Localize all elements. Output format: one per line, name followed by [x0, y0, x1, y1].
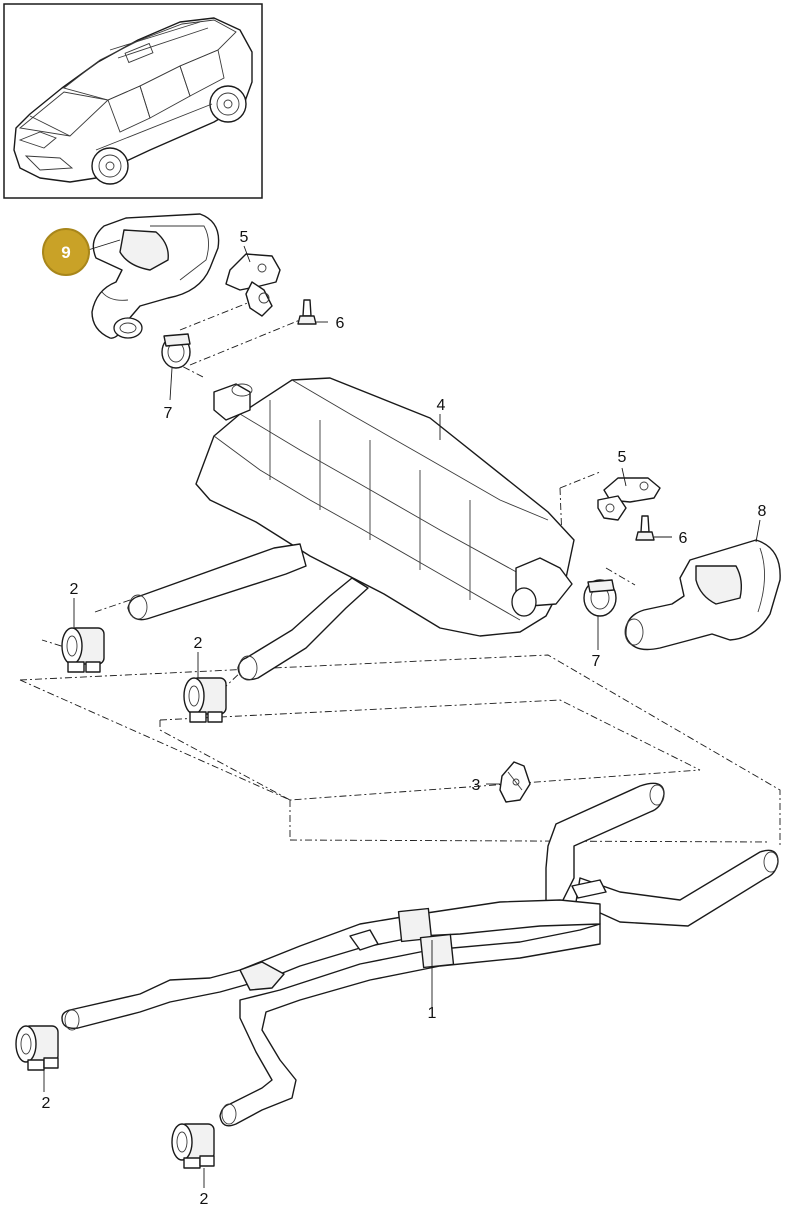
- clamp-icon[interactable]: [183, 677, 227, 723]
- callout-3: 3: [472, 777, 481, 794]
- hanger-icon[interactable]: [499, 761, 531, 803]
- clamp-icon[interactable]: [15, 1025, 59, 1071]
- vehicle-thumbnail: [3, 3, 263, 199]
- assembly-lines: [19, 299, 781, 845]
- callout-7-left: 7: [164, 405, 173, 422]
- leader-lines: [43, 239, 761, 1188]
- callout-5-top: 5: [240, 229, 249, 246]
- bolt-icon[interactable]: [297, 299, 317, 325]
- clamp-icon[interactable]: [583, 579, 617, 617]
- clamp-icon[interactable]: [61, 627, 105, 673]
- tailpipe-icon[interactable]: [624, 539, 781, 651]
- callout-badge-9[interactable]: 9: [42, 228, 90, 276]
- front-pipe[interactable]: [61, 782, 779, 1127]
- bracket-icon[interactable]: [225, 253, 281, 317]
- callout-2-a: 2: [70, 581, 79, 598]
- muffler-icon[interactable]: [127, 377, 575, 681]
- callout-9-label: 9: [61, 243, 70, 262]
- left-tailpipe-assembly[interactable]: [91, 213, 220, 339]
- callout-6-right: 6: [679, 530, 688, 547]
- clamp-icon[interactable]: [171, 1123, 215, 1169]
- callout-6-top: 6: [336, 315, 345, 332]
- callout-2-b: 2: [194, 635, 203, 652]
- callout-8: 8: [758, 503, 767, 520]
- callout-2-d: 2: [200, 1191, 209, 1208]
- callout-2-c: 2: [42, 1095, 51, 1112]
- clamp-icon[interactable]: [161, 333, 191, 369]
- callout-4: 4: [437, 397, 446, 414]
- bolt-icon[interactable]: [635, 515, 655, 541]
- callout-5-right: 5: [618, 449, 627, 466]
- callout-7-right: 7: [592, 653, 601, 670]
- bracket-icon[interactable]: [597, 477, 661, 521]
- callout-1: 1: [428, 1005, 437, 1022]
